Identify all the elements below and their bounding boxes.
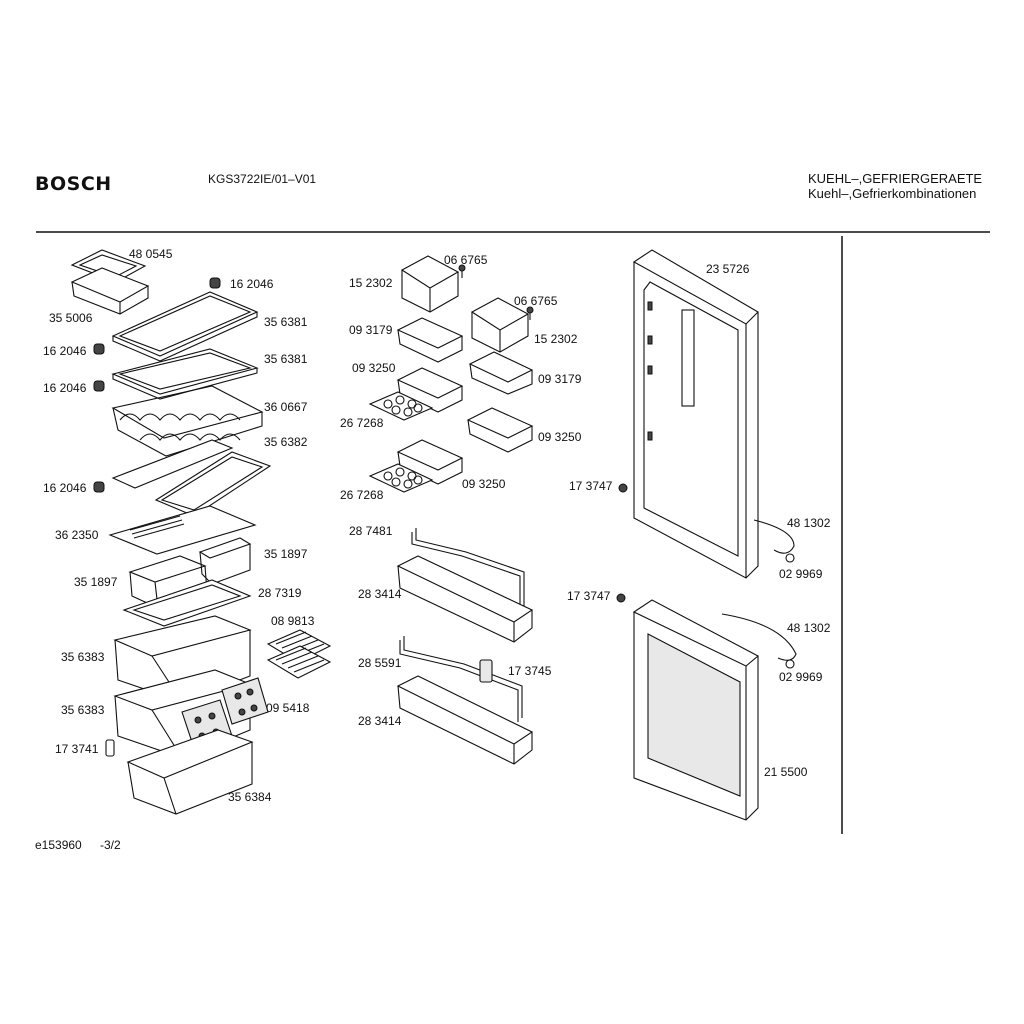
- category-line-1: KUEHL–,GEFRIERGERAETE: [808, 171, 983, 186]
- part-label: 35 1897: [74, 575, 118, 589]
- part-shelf-356382: [111, 439, 272, 517]
- part-ice-tray-089813: [266, 629, 332, 679]
- screw-icon-066765: [458, 264, 534, 320]
- part-label: 36 2350: [55, 528, 99, 542]
- part-label: 06 6765: [514, 294, 558, 308]
- part-rail-285591: [399, 636, 523, 722]
- part-label: 35 5006: [49, 311, 93, 325]
- screw-icon-173747: [616, 483, 628, 603]
- part-frame-287319: [122, 579, 252, 627]
- part-wine-rack-360667: [111, 385, 264, 457]
- part-freezer-door-215500: [632, 599, 759, 821]
- part-label: 17 3741: [55, 742, 99, 756]
- part-bin-093250-c: [396, 439, 464, 485]
- drawing-id: e153960: [35, 838, 82, 852]
- part-label: 09 3250: [352, 361, 396, 375]
- part-tray-355006: [70, 267, 150, 315]
- part-label: 09 3250: [538, 430, 582, 444]
- part-label: 35 6382: [264, 435, 308, 449]
- part-label: 26 7268: [340, 488, 384, 502]
- part-box-351897: [128, 537, 252, 609]
- part-small-bin-093179-b: [468, 351, 534, 395]
- part-label: 35 6383: [61, 703, 105, 717]
- part-label: 26 7268: [340, 416, 384, 430]
- part-label: 16 2046: [43, 481, 87, 495]
- part-label: 28 3414: [358, 714, 402, 728]
- part-flap-152302-b: [470, 297, 530, 353]
- part-flap-152302: [400, 255, 460, 313]
- part-door-shelf-283414-b: [396, 675, 534, 765]
- part-label: 17 3747: [569, 479, 613, 493]
- page-number: -3/2: [100, 838, 121, 852]
- part-label: 21 5500: [764, 765, 808, 779]
- part-drawer-356384: [126, 729, 254, 815]
- part-glass-shelf-356381-b: [111, 348, 259, 400]
- part-label: 48 0545: [129, 247, 173, 261]
- part-label: 48 1302: [787, 621, 831, 635]
- part-bin-093250-b: [466, 407, 534, 453]
- category-line-2: Kuehl–,Gefrierkombinationen: [808, 186, 977, 201]
- part-label: 17 3747: [567, 589, 611, 603]
- part-rail-287481: [411, 528, 525, 610]
- part-fridge-door-235726: [632, 249, 759, 579]
- part-label: 35 6384: [228, 790, 272, 804]
- part-label: 16 2046: [43, 381, 87, 395]
- part-label: 15 2302: [534, 332, 578, 346]
- part-label: 28 7481: [349, 524, 393, 538]
- part-label: 36 0667: [264, 400, 308, 414]
- part-egg-tray-267268-b: [368, 463, 434, 493]
- part-label: 08 9813: [271, 614, 315, 628]
- part-handle-481302: [721, 519, 797, 661]
- part-label: 09 3179: [538, 372, 582, 386]
- part-label: 15 2302: [349, 276, 393, 290]
- part-cap-029969: [785, 553, 795, 669]
- brand-logo: BOSCH: [35, 173, 112, 195]
- part-label: 35 6381: [264, 315, 308, 329]
- part-bin-093250: [396, 367, 464, 413]
- part-clip-173745: [479, 659, 493, 683]
- part-label: 09 3250: [462, 477, 506, 491]
- part-glass-shelf-356381: [111, 291, 259, 362]
- part-label: 28 5591: [358, 656, 402, 670]
- part-label: 02 9969: [779, 567, 823, 581]
- clip-icon-162046: [93, 277, 221, 493]
- part-label: 17 3745: [508, 664, 552, 678]
- model-number: KGS3722IE/01–V01: [208, 172, 317, 186]
- part-label: 28 3414: [358, 587, 402, 601]
- part-label: 09 3179: [349, 323, 393, 337]
- part-label: 16 2046: [230, 277, 274, 291]
- part-label: 23 5726: [706, 262, 750, 276]
- part-label: 48 1302: [787, 516, 831, 530]
- part-label: 02 9969: [779, 670, 823, 684]
- part-cover-plate-362350: [108, 505, 257, 555]
- part-label: 09 5418: [266, 701, 310, 715]
- part-label: 35 6381: [264, 352, 308, 366]
- part-door-shelf-283414: [396, 555, 534, 643]
- part-label: 35 6383: [61, 650, 105, 664]
- part-clip-173741: [105, 739, 115, 757]
- part-egg-tray-267268: [368, 391, 434, 421]
- part-label: 28 7319: [258, 586, 302, 600]
- part-label: 16 2046: [43, 344, 87, 358]
- part-label: 06 6765: [444, 253, 488, 267]
- part-label: 35 1897: [264, 547, 308, 561]
- part-small-bin-093179: [396, 317, 464, 363]
